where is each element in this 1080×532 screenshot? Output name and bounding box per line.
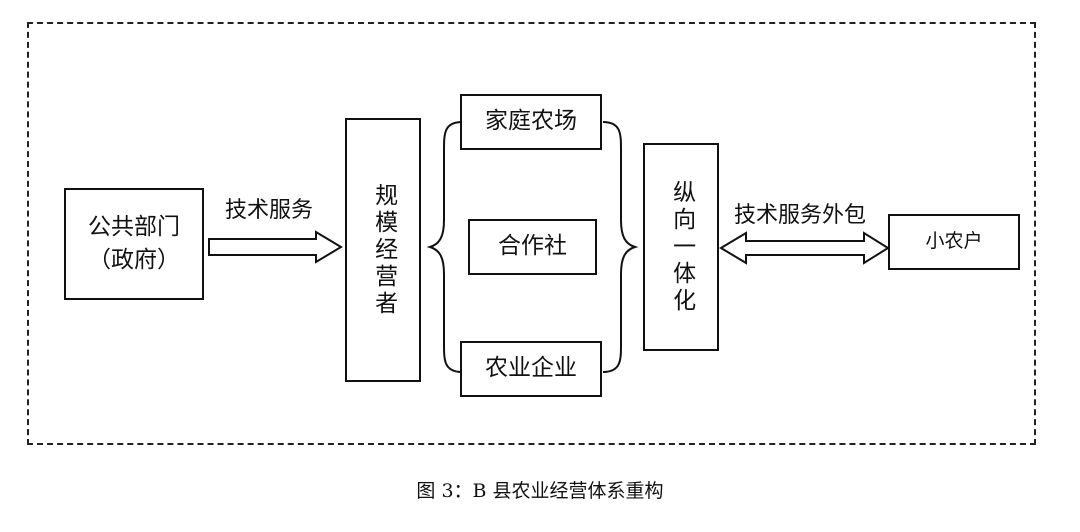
vertical-integration-label: 纵向一体化 <box>668 179 695 315</box>
cooperative-node: 合作社 <box>468 219 597 275</box>
cooperative-label: 合作社 <box>498 233 567 260</box>
tech-outsourcing-label: 技术服务外包 <box>734 203 867 228</box>
government-name: 公共部门 <box>88 213 180 240</box>
agri-enterprise-node: 农业企业 <box>460 341 602 397</box>
large-scale-operator-node: 规模经营者 <box>345 118 421 382</box>
smallholder-node: 小农户 <box>888 214 1020 270</box>
family-farm-node: 家庭农场 <box>460 94 602 150</box>
tech-service-arrow <box>208 230 343 264</box>
large-scale-operator-label: 规模经营者 <box>370 182 397 318</box>
family-farm-label: 家庭农场 <box>485 108 577 135</box>
government-note: （政府） <box>88 247 180 273</box>
smallholder-label: 小农户 <box>925 230 983 253</box>
left-brace <box>426 121 463 373</box>
agri-enterprise-label: 农业企业 <box>485 355 577 382</box>
tech-outsourcing-double-arrow <box>719 231 890 265</box>
right-brace <box>602 121 639 373</box>
tech-service-label: 技术服务 <box>225 198 314 223</box>
outer-dashed-frame <box>27 22 1036 445</box>
government-node: 公共部门 （政府） <box>64 188 204 300</box>
figure-caption: 图 3：B 县农业经营体系重构 <box>416 480 664 502</box>
vertical-integration-node: 纵向一体化 <box>643 143 719 351</box>
